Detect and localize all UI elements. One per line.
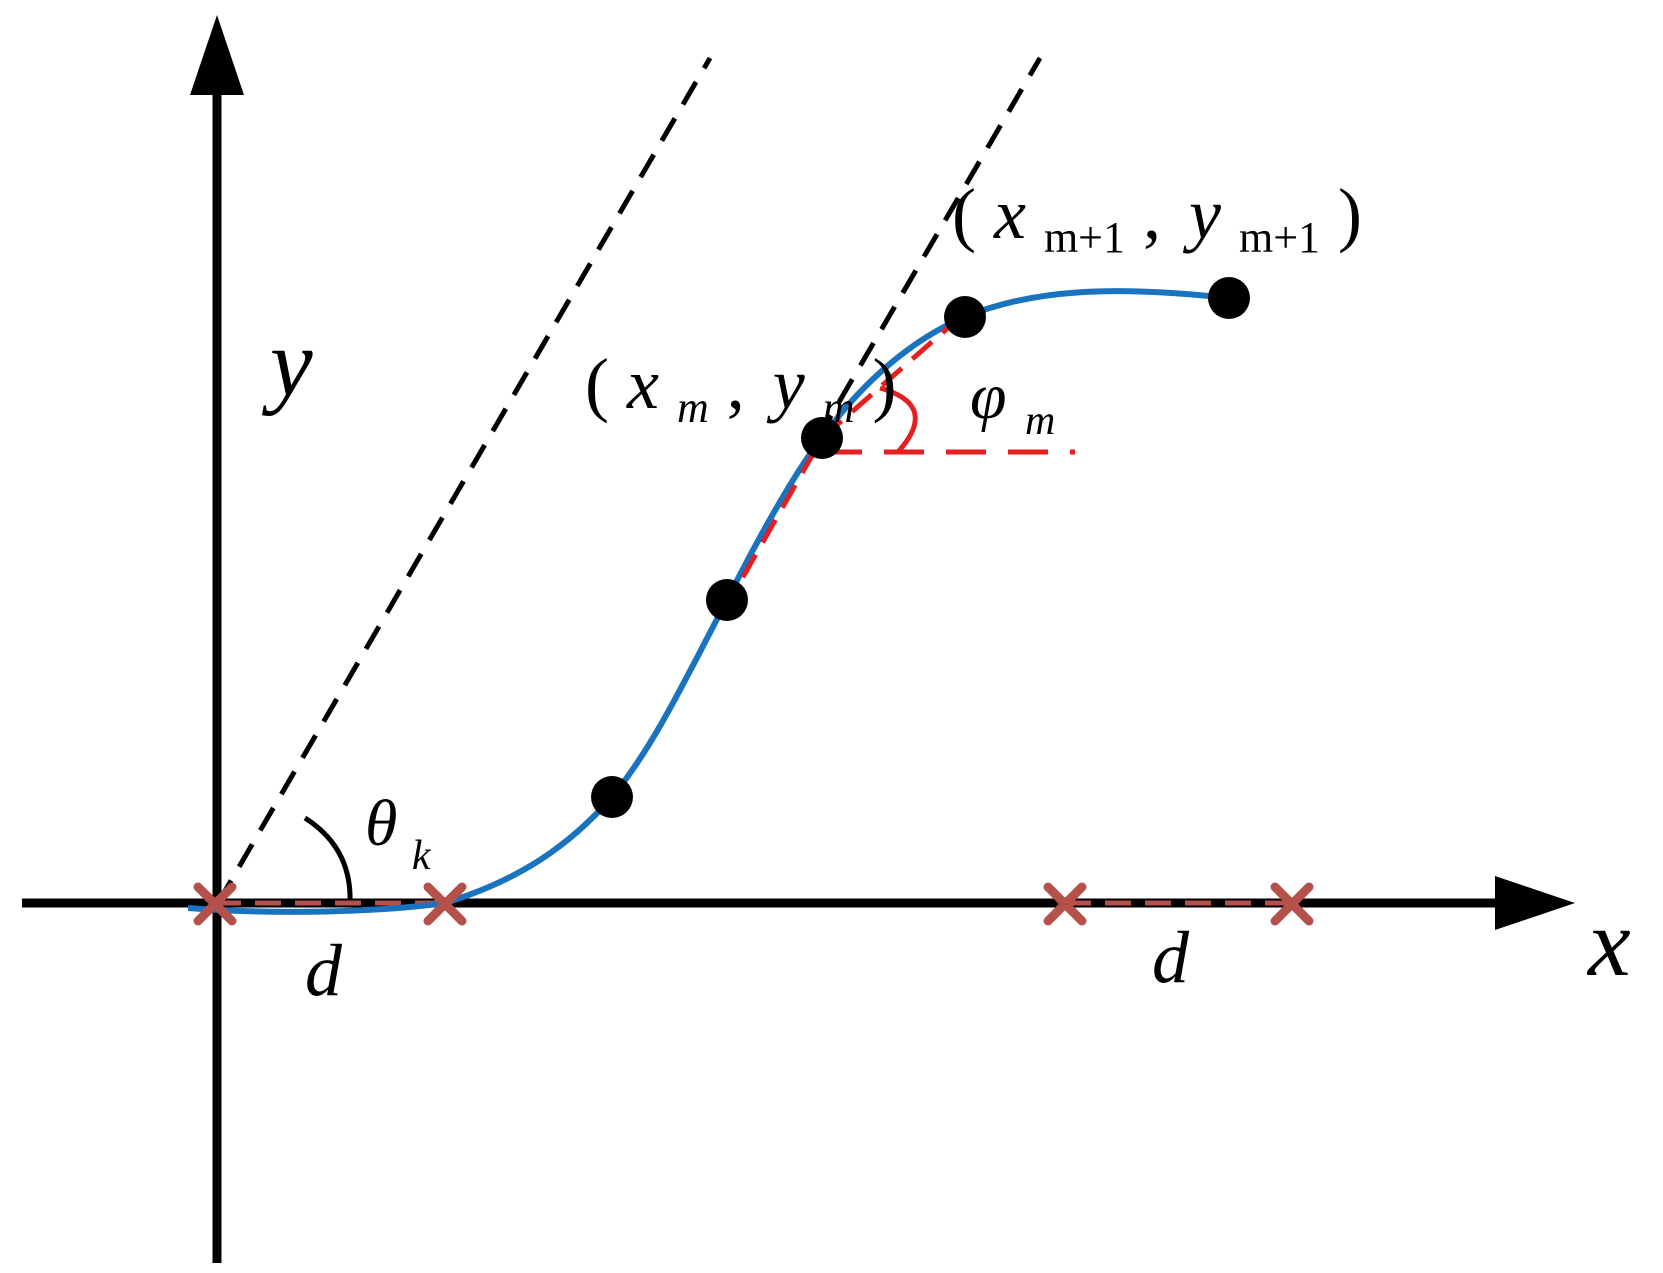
phi-angle-arc: [879, 385, 918, 454]
x-mark-icon: [1043, 882, 1087, 926]
chord-line: [720, 436, 825, 614]
theta-angle-arc: [303, 815, 353, 904]
y-axis-label: y: [261, 309, 313, 416]
trajectory-point: [591, 776, 633, 818]
y-axis-arrow-icon: [190, 15, 244, 95]
spacing-label-right: d: [1152, 917, 1190, 999]
trajectory-point: [1208, 277, 1250, 319]
guide-line-right: [815, 56, 1043, 440]
x-mark-icon: [193, 882, 237, 926]
trajectory-point: [706, 579, 748, 621]
trajectory-point-m: [801, 417, 843, 459]
spacing-label-left: d: [305, 930, 343, 1012]
trajectory-point-m1: [944, 296, 986, 338]
guide-line-left: [215, 56, 713, 905]
theta-label: θ k: [365, 787, 432, 879]
x-mark-icon: [423, 882, 467, 926]
point-m-label: ( x m , y m ): [585, 344, 896, 438]
x-mark-icon: [1270, 882, 1314, 926]
point-m1-label: ( x m+1 , y m+1 ): [952, 174, 1362, 268]
x-axis-arrow-icon: [1495, 876, 1575, 930]
phi-label: φ m: [970, 360, 1055, 444]
heading-line: [820, 311, 967, 440]
x-axis-label: x: [1586, 889, 1631, 996]
